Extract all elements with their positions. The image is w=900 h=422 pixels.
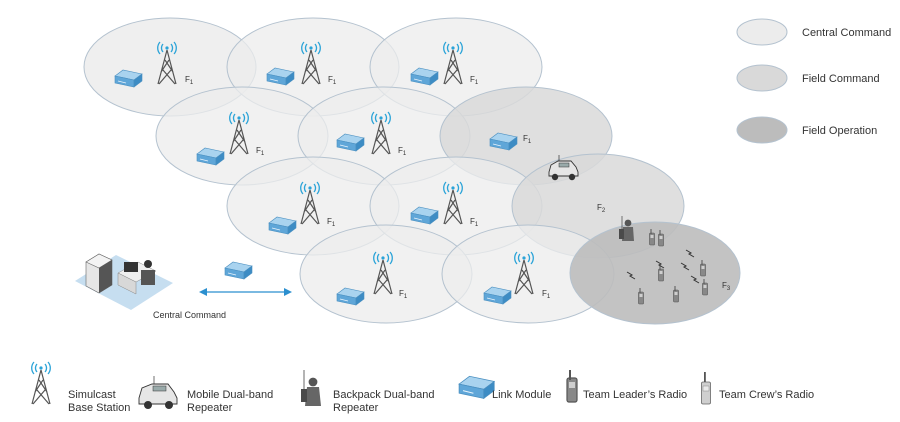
legend-base-station-line2: Base Station <box>68 402 130 414</box>
cell-frequency-label: F1 <box>523 134 532 145</box>
legend-leader-radio-icon <box>566 369 578 403</box>
legend-mobile-repeater-line2: Repeater <box>187 402 233 414</box>
central-command-label: Central Command <box>153 310 226 320</box>
cell-frequency-label: F1 <box>470 75 479 86</box>
cell-frequency-label: F1 <box>542 289 551 300</box>
legend-link-module-label: Link Module <box>492 389 551 401</box>
legend-backpack-repeater-line1: Backpack Dual-band <box>333 389 435 401</box>
cell-frequency-label: F1 <box>398 146 407 157</box>
zone-legend: Central Command Field Command Field Oper… <box>736 18 891 144</box>
legend-base-station-line1: Simulcast <box>68 389 116 401</box>
legend-leader-radio-label: Team Leader’s Radio <box>583 389 687 401</box>
legend-crew-radio-label: Team Crew’s Radio <box>719 389 814 401</box>
legend-crew-radio-icon <box>701 372 711 405</box>
cell-frequency-label: F1 <box>328 75 337 86</box>
cell-frequency-label: F1 <box>399 289 408 300</box>
legend-mobile-repeater-icon <box>138 376 178 409</box>
field-operation-frequency-label: F3 <box>722 281 731 292</box>
legend-swatch-central <box>736 18 788 46</box>
cell-frequency-label: F1 <box>185 75 194 86</box>
backpack-repeater-operator-icon <box>619 216 634 241</box>
legend-backpack-repeater-line2: Repeater <box>333 402 379 414</box>
central-command-station: Central Command <box>75 253 226 320</box>
cell-frequency-label: F1 <box>256 146 265 157</box>
legend-label-field-command: Field Command <box>802 73 880 85</box>
legend-link-module-icon <box>458 375 495 399</box>
frequency-labels: F1 F1 F1 F1 F1 F1 F1 F1 F1 F1 F2 F3 <box>185 75 731 300</box>
legend-swatch-field-operation <box>736 116 788 144</box>
field-operation-cell <box>569 221 741 325</box>
cell-frequency-label: F1 <box>470 217 479 228</box>
legend-base-station-icon <box>31 361 51 405</box>
link-module-icon <box>224 261 253 280</box>
field-command-frequency-label: F2 <box>597 203 606 214</box>
cell-frequency-label: F1 <box>327 217 336 228</box>
legend-label-field-operation: Field Operation <box>802 125 877 137</box>
coverage-cells <box>83 17 741 325</box>
legend-backpack-repeater-icon <box>301 370 321 406</box>
legend-label-central: Central Command <box>802 27 891 39</box>
legend-swatch-field-command <box>736 64 788 92</box>
link-arrow <box>199 288 292 296</box>
mobile-repeater-vehicle-icon <box>548 155 579 181</box>
legend-mobile-repeater-line1: Mobile Dual-band <box>187 389 273 401</box>
device-legend: Simulcast Base Station Mobile Dual-band … <box>31 361 814 414</box>
